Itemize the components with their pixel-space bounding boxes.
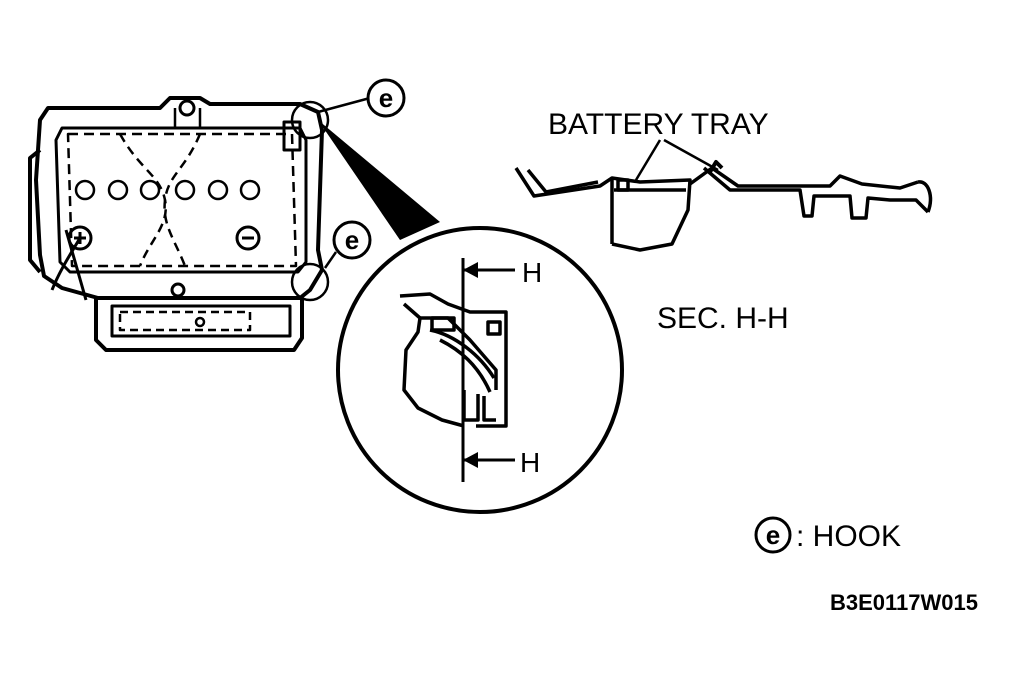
callout-symbol-bottom: e [345,225,359,255]
section-h-h-profile [514,160,933,252]
section-label: SEC. H-H [657,302,789,335]
figure-code: B3E0117W015 [830,590,978,615]
battery-tray-label: BATTERY TRAY [548,108,769,141]
battery-tray-leaders [634,138,719,181]
section-mark-top: H [522,257,542,288]
hook-callout-top: e [290,78,406,140]
hook-callout-bottom: e [290,220,372,302]
legend-text: : HOOK [796,520,901,553]
legend-symbol: e [766,520,780,550]
section-mark-bottom: H [520,447,540,478]
hook-legend: e : HOOK [754,516,901,554]
callout-symbol-top: e [379,83,393,113]
detail-magnifier: H H [318,120,624,514]
battery-assembly-top-view [28,96,324,352]
